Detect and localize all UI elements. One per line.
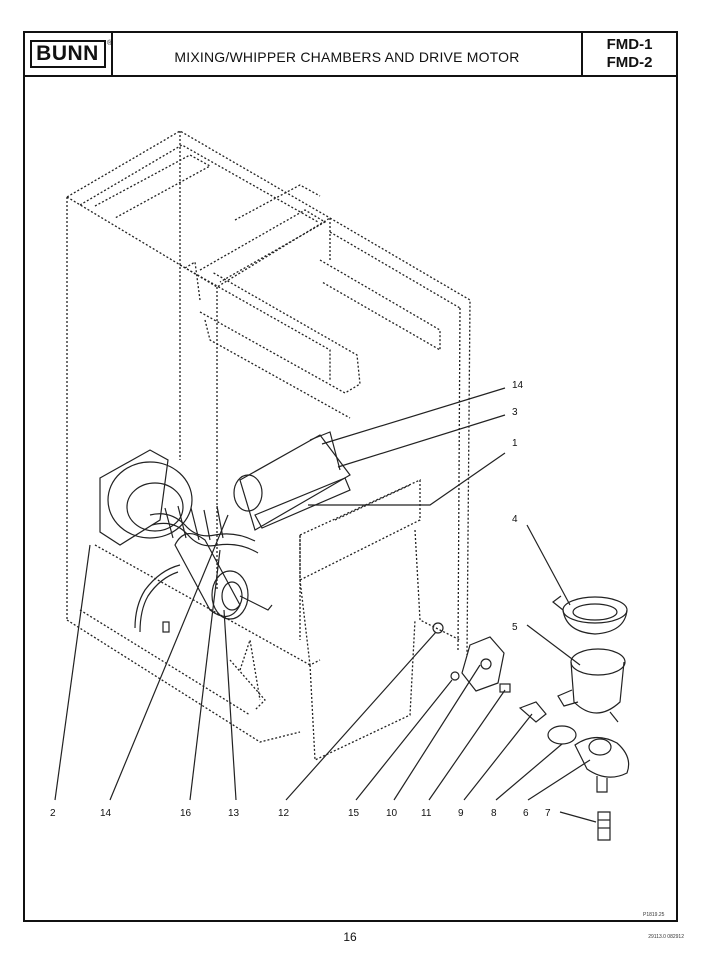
callout-10: 10 [386, 808, 398, 819]
model-1: FMD-1 [606, 36, 653, 53]
logo-cell: BUNN ® [25, 33, 113, 75]
page-frame: BUNN ® MIXING/WHIPPER CHAMBERS AND DRIVE … [23, 31, 678, 922]
callout-1: 1 [512, 438, 518, 449]
callout-14-upper: 14 [512, 380, 524, 391]
callout-14-lower: 14 [100, 808, 112, 819]
drawing-code: P1819.25 [643, 912, 665, 918]
callout-2: 2 [50, 808, 56, 819]
callout-12: 12 [278, 808, 290, 819]
callout-6: 6 [523, 808, 529, 819]
callout-13: 13 [228, 808, 240, 819]
header: BUNN ® MIXING/WHIPPER CHAMBERS AND DRIVE … [25, 33, 676, 77]
callout-7: 7 [545, 808, 551, 819]
callout-3: 3 [512, 407, 518, 418]
callout-15: 15 [348, 808, 360, 819]
model-cell: FMD-1 FMD-2 [583, 33, 676, 75]
page-number: 16 [343, 930, 357, 944]
page-title: MIXING/WHIPPER CHAMBERS AND DRIVE MOTOR [113, 33, 583, 75]
callout-4: 4 [512, 514, 518, 525]
callout-8: 8 [491, 808, 497, 819]
registered-mark: ® [107, 40, 113, 47]
bunn-logo: BUNN ® [30, 40, 112, 68]
brand-name: BUNN [36, 42, 99, 65]
model-2: FMD-2 [606, 54, 653, 71]
callout-5: 5 [512, 622, 518, 633]
document-code: 29113.0 082912 [648, 934, 684, 940]
callout-9: 9 [458, 808, 464, 819]
callout-16: 16 [180, 808, 192, 819]
callout-11: 11 [421, 808, 432, 819]
